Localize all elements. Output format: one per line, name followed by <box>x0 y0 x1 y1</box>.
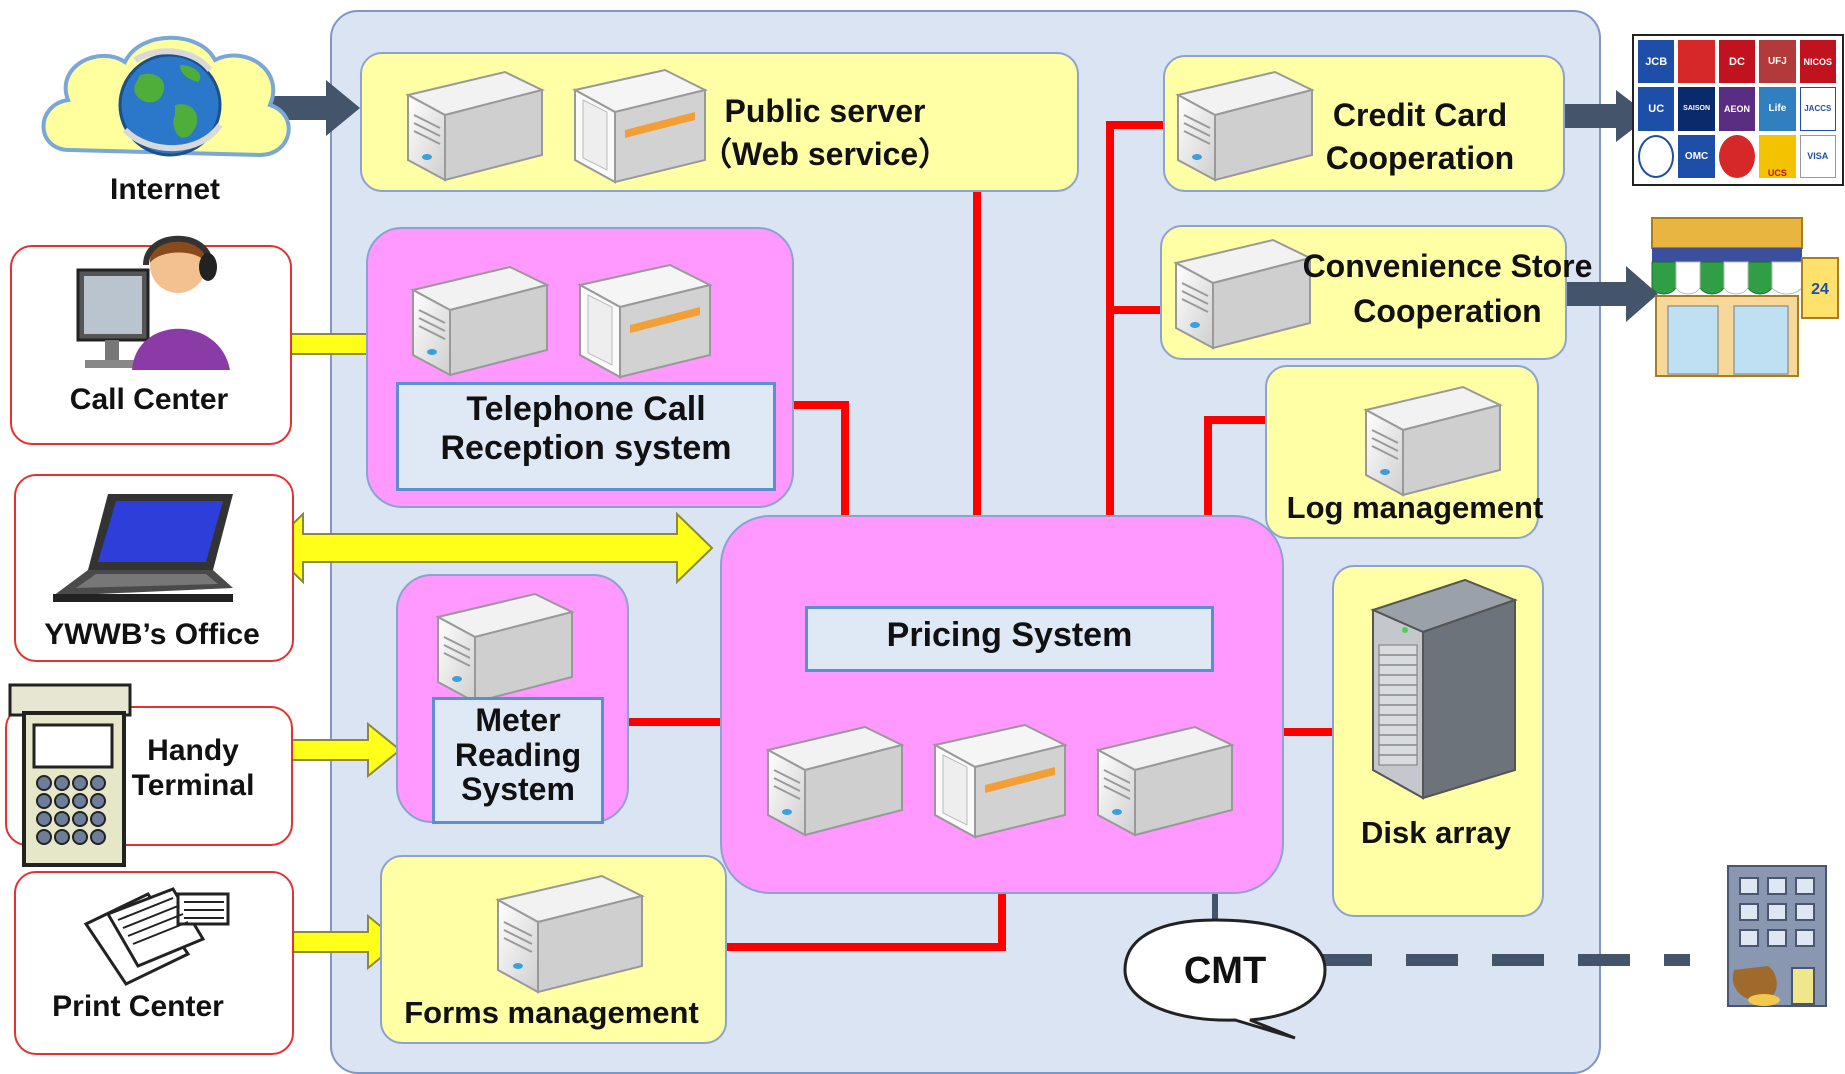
card-logo-grid: JCB DC UFJ NICOS UC SAISON AEON Life JAC… <box>1638 40 1836 178</box>
server-icon <box>1363 385 1503 497</box>
internet-label: Internet <box>109 173 220 206</box>
server-tower-icon <box>577 263 713 379</box>
handy-terminal-icon <box>8 683 132 867</box>
disk-array-label: Disk array <box>1361 815 1511 850</box>
telephone-system-label-box <box>396 382 776 491</box>
bank-building-icon <box>1727 865 1827 1007</box>
credit-card-label: Credit Card Cooperation <box>1325 97 1515 177</box>
meter-reading-label-box <box>432 697 604 824</box>
card-logo: JCB <box>1638 40 1675 84</box>
office-arrow <box>266 511 714 585</box>
meter-reading-label: Meter Reading System <box>454 702 582 808</box>
card-logo: VISA <box>1799 134 1836 178</box>
card-logo <box>1718 134 1756 178</box>
disk-array-icon <box>1370 578 1518 800</box>
server-icon <box>1095 725 1235 837</box>
internet-node: Internet <box>30 20 300 210</box>
convenience-store-icon: 24 <box>1651 217 1839 377</box>
public-server-label: Public server （Web service） <box>700 93 951 173</box>
server-icon <box>495 874 645 994</box>
card-logo <box>1638 134 1675 178</box>
call-center-label: Call Center <box>69 383 229 416</box>
cmt-label: CMT <box>1183 950 1267 992</box>
server-tower-icon <box>572 68 708 184</box>
printed-forms-icon <box>83 887 230 986</box>
card-logo: Life <box>1759 87 1796 131</box>
server-icon <box>405 70 545 182</box>
cmt-bubble <box>1123 918 1327 1040</box>
card-logo <box>1678 40 1715 84</box>
call-center-agent-icon <box>76 235 230 370</box>
telephone-system-label: Telephone Call Reception system <box>440 390 732 468</box>
server-icon <box>435 592 575 704</box>
card-logo: AEON <box>1718 87 1756 131</box>
line-forms-pricing <box>725 890 1006 951</box>
server-tower-icon <box>932 723 1068 839</box>
line-log-pricing <box>1204 416 1265 515</box>
log-management-label: Log management <box>1286 490 1544 525</box>
office-label: YWWB’s Office <box>44 618 260 651</box>
handy-terminal-label: Handy Terminal <box>131 734 255 802</box>
server-icon <box>1173 238 1313 350</box>
server-icon <box>765 725 905 837</box>
line-credit-pricing <box>1106 121 1165 515</box>
card-logo: OMC <box>1678 134 1715 178</box>
print-center-label: Print Center <box>52 990 224 1023</box>
card-logo: UFJ <box>1759 40 1796 84</box>
card-logo: NICOS <box>1799 40 1836 84</box>
card-logo: JACCS <box>1799 87 1836 131</box>
forms-management-label: Forms management <box>404 995 699 1030</box>
store-sign-text: 24 <box>1811 281 1829 298</box>
pricing-system-label-box <box>805 606 1214 672</box>
card-logo: UC <box>1638 87 1675 131</box>
card-logo: UCS <box>1759 134 1796 178</box>
server-icon <box>1175 70 1315 182</box>
card-logo: SAISON <box>1678 87 1715 131</box>
laptop-icon <box>53 494 233 602</box>
server-icon <box>410 265 550 377</box>
card-logo: DC <box>1718 40 1756 84</box>
convenience-store-label: Convenience Store Cooperation <box>1302 248 1593 329</box>
pricing-system-label: Pricing System <box>886 616 1133 654</box>
cloud-icon <box>41 35 291 158</box>
